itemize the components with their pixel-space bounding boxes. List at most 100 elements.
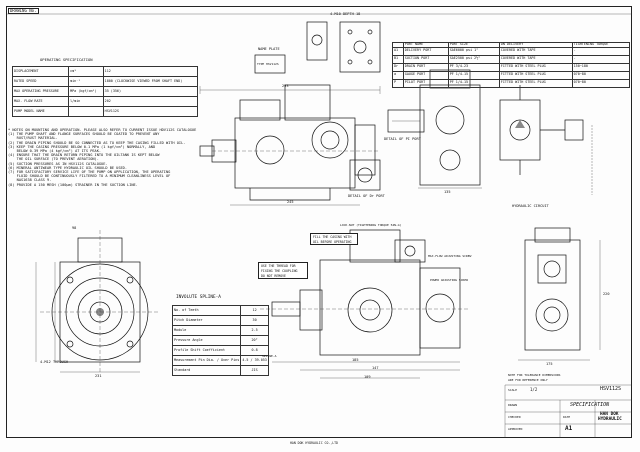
- note-line: (8) PROVIDE A 150 MESH (100μm) STRAINER …: [8, 182, 138, 187]
- tolerance-note-1: NOTE FOR TOLERANCE DIMENSIONS: [508, 373, 561, 377]
- date-label: DATE: [563, 415, 571, 419]
- operating-spec-label: MAX. FLOW RATE: [11, 96, 70, 107]
- spline-value: 12: [240, 305, 269, 316]
- drawing-code-tag: DRAWING No.: [8, 8, 39, 15]
- port-cell: A1: [392, 46, 404, 56]
- note-line: (7) FOR SATISFACTORY SERVICE LIFE OF THE…: [8, 170, 171, 175]
- power-screw-label: POWER ADJUSTING SCREW: [430, 278, 468, 282]
- operating-spec-label: PUMP MODEL NAME: [11, 106, 70, 117]
- note-line: (6) MINERAL ANTIWEAR TYPE HYDRAULIC OIL …: [8, 165, 127, 170]
- note-line: FLUID SHOULD BE CONTINUOUSLY FILTERED TO…: [8, 174, 171, 179]
- port-cell: DRAIN PORT: [402, 62, 449, 72]
- note-line: (1) THE PUMP SHAFT AND FLANGE SURFACES S…: [8, 132, 160, 137]
- operating-spec-value: HSV112S: [102, 106, 199, 117]
- notes-title: * NOTES ON MOUNTING AND OPERATION. PLEAS…: [8, 128, 197, 132]
- port-cell: -: [571, 54, 631, 64]
- rear-view: [518, 227, 601, 361]
- operating-spec-value: 1800 (CLOCKWISE VIEWED FROM SHAFT END): [102, 76, 199, 87]
- note-line: NAS1638 CLASS 9.: [8, 178, 52, 183]
- operating-spec-unit: min⁻¹: [68, 76, 104, 87]
- hydraulic-circuit: [499, 85, 593, 195]
- spline-value: JIS: [240, 365, 269, 376]
- footer-company: HAN DOK HYDRAULIC CO.,LTD: [290, 441, 338, 445]
- note-line: (2) THE DRAIN PIPING SHOULD BE SO CONNEC…: [8, 140, 186, 145]
- port-cell: P: [392, 78, 404, 88]
- port-cell: -: [571, 46, 631, 56]
- dim-231: 231: [95, 374, 102, 378]
- company-name-2: HYDRAULIC: [598, 417, 622, 422]
- fill-note-line-2: OIL BEFORE OPERATING: [313, 240, 352, 244]
- spline-label: Measurement Pin Dia. / Over Pins: [171, 355, 242, 366]
- operating-spec-label: RATED SPEED: [11, 76, 70, 87]
- spline-label: Module: [171, 325, 242, 336]
- tapped-hole-label: 4-M12 THROUGH: [40, 360, 69, 364]
- spline-a-label: SPLINE-A: [262, 354, 277, 358]
- operating-spec-unit: [68, 106, 104, 117]
- spline-label: Standard: [171, 365, 242, 376]
- note-line: (5) SUCTION PRESSURES AS IN HSV112S CATA…: [8, 161, 108, 166]
- operating-spec-label: DISPLACEMENT: [11, 66, 70, 77]
- operating-spec-value: 35 (356): [102, 86, 199, 97]
- fill-note-box: FILL THE CASING WITH OIL BEFORE OPERATIN…: [310, 233, 358, 245]
- lock-nut-label: LOCK-NUT (TIGHTENING TORQUE 54N·m): [340, 223, 402, 227]
- tolerance-note-2: ARE FOR REFERENCE ONLY: [508, 378, 548, 382]
- port-cell: PF 1/4-15: [447, 70, 500, 80]
- dim-245: 245: [287, 200, 294, 204]
- spline-label: Pressure Angle: [171, 335, 242, 346]
- name-plate-label: NAME PLATE: [258, 47, 280, 51]
- hydraulic-circuit-label: HYDRAULIC CIRCUIT: [512, 204, 549, 208]
- thread-note-box: USE THE THREAD FOR FIXING THE COUPLING D…: [258, 262, 308, 279]
- port-cell: FITTED WITH STEEL PLUG: [498, 62, 573, 72]
- port-cell: SUCTION PORT: [402, 54, 449, 64]
- dim-147: 147: [372, 366, 379, 370]
- flow-screw-label: MAX.FLOW ADJUSTING SCREW: [428, 254, 472, 258]
- spline-label: Pitch Diameter: [171, 315, 242, 326]
- company-name-1: HAN DOK: [600, 412, 619, 417]
- port-cell: COVERED WITH TAPE: [498, 46, 573, 56]
- mounting-notes: * NOTES ON MOUNTING AND OPERATION. PLEAS…: [8, 128, 243, 187]
- operating-spec-unit: cm³: [68, 66, 104, 77]
- operating-spec-row: PUMP MODEL NAME HSV112S: [11, 106, 199, 117]
- approved-label: APPROVED: [508, 427, 523, 431]
- dim-135: 135: [444, 190, 451, 194]
- spline-value: 30: [240, 315, 269, 326]
- port-cell: 150~180: [571, 62, 631, 72]
- port-cell: SAE2500 psi 2½": [447, 54, 500, 64]
- port-cell: PF 3/4-23: [447, 62, 500, 72]
- operating-spec-value: 202: [102, 96, 199, 107]
- detail-dr-port-label: DETAIL OF Dr PORT: [348, 194, 385, 198]
- dim-220: 220: [603, 292, 610, 296]
- thread-note-line-2: FIXING THE COUPLING: [261, 269, 298, 273]
- pilot-depth-label: 4-M10 DEPTH 18: [330, 12, 361, 16]
- dim-293: 293: [282, 84, 289, 88]
- operating-spec-unit: MPa (kgf/cm²): [68, 86, 104, 97]
- note-line: (3) KEEP THE CASING PRESSURE BELOW 0.1 M…: [8, 144, 156, 149]
- spline-title: INVOLUTE SPLINE-A: [176, 295, 221, 300]
- spline-value: 20°: [240, 335, 269, 346]
- spline-label: No. of Teeth: [171, 305, 242, 316]
- port-cell: DELIVERY PORT: [402, 46, 449, 56]
- checked-label: CHECKED: [508, 415, 521, 419]
- port-cell: 070~80: [571, 70, 631, 80]
- note-line: BELOW 0.39 MPa (4 kgf/cm²) AT ITS PEAK.: [8, 149, 102, 154]
- fill-note-line-1: FILL THE CASING WITH: [313, 235, 352, 239]
- operating-spec-value: 112: [102, 66, 199, 77]
- doc-number: A1: [565, 425, 573, 432]
- operating-spec-label: MAX OPERATING PRESSURE: [11, 86, 70, 97]
- operating-spec-unit: l/min: [68, 96, 104, 107]
- name-plate-type: TYPE HSV112S: [257, 62, 279, 66]
